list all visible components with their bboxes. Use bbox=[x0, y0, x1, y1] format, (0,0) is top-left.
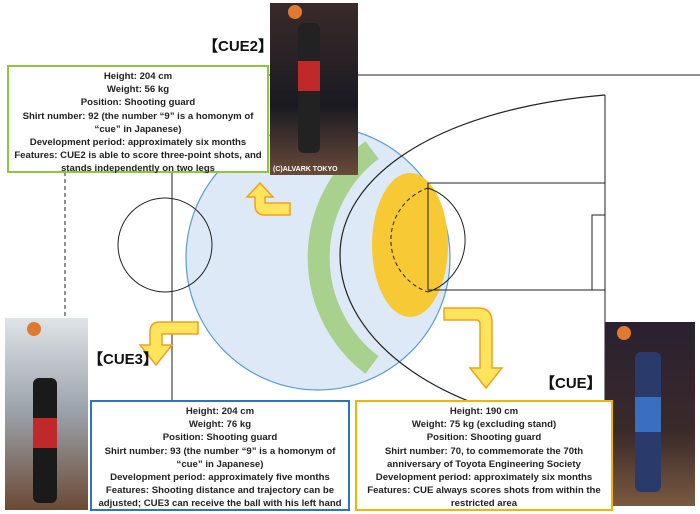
photo-credit: (C)ALVARK TOKYO bbox=[273, 166, 338, 173]
info-line: Features: CUE always scores shots from w… bbox=[367, 485, 601, 510]
basketball-icon bbox=[617, 326, 631, 340]
cue-photo bbox=[605, 322, 695, 506]
cue2-label: 【CUE2】 bbox=[203, 38, 274, 55]
cue3-photo bbox=[5, 318, 88, 510]
cue-info-box: Height: 190 cm Weight: 75 kg (excluding … bbox=[355, 400, 613, 511]
info-line: Development period: approximately five m… bbox=[110, 472, 330, 484]
info-line: Development period: approximately six mo… bbox=[29, 137, 247, 149]
info-line: Shirt number: 92 (the number “9” is a ho… bbox=[22, 110, 254, 135]
info-line: Position: Shooting guard bbox=[80, 97, 196, 109]
cue3-info-box: Height: 204 cm Weight: 76 kg Position: S… bbox=[90, 400, 350, 511]
arrow-cue3-icon bbox=[138, 321, 199, 367]
robot-jersey bbox=[33, 418, 57, 448]
basketball-icon bbox=[27, 322, 41, 336]
info-line: Features: Shooting distance and trajecto… bbox=[98, 485, 342, 510]
info-line: Weight: 76 kg bbox=[188, 419, 252, 431]
free-throw-circle bbox=[427, 187, 466, 293]
arrow-cue-icon bbox=[443, 307, 504, 390]
info-line: Shirt number: 70, to commemorate the 70t… bbox=[384, 445, 584, 470]
info-line: Height: 190 cm bbox=[449, 406, 519, 417]
robot-jersey bbox=[635, 397, 661, 432]
key-area bbox=[427, 182, 606, 291]
info-line: Height: 204 cm bbox=[185, 406, 255, 417]
info-line: Height: 204 cm bbox=[103, 71, 173, 82]
robot-jersey bbox=[298, 61, 320, 91]
info-line: Position: Shooting guard bbox=[162, 432, 278, 444]
info-line: Features: CUE2 is able to score three-po… bbox=[14, 150, 262, 175]
info-line: Shirt number: 93 (the number “9” is a ho… bbox=[104, 445, 336, 470]
cue-label: 【CUE】 bbox=[540, 375, 602, 392]
info-line: Weight: 56 kg bbox=[106, 84, 170, 96]
center-circle bbox=[117, 197, 213, 293]
info-line: Weight: 75 kg (excluding stand) bbox=[411, 419, 557, 431]
cue2-photo: (C)ALVARK TOKYO bbox=[270, 3, 358, 175]
arrow-cue2-icon bbox=[245, 181, 291, 216]
cue-restricted-zone bbox=[372, 173, 448, 317]
cue3-label: 【CUE3】 bbox=[88, 351, 159, 368]
basketball-icon bbox=[288, 5, 302, 19]
info-line: Development period: approximately six mo… bbox=[375, 472, 593, 484]
info-line: Position: Shooting guard bbox=[426, 432, 542, 444]
backboard-area bbox=[591, 214, 606, 291]
cue2-info-box: Height: 204 cm Weight: 56 kg Position: S… bbox=[7, 65, 269, 175]
